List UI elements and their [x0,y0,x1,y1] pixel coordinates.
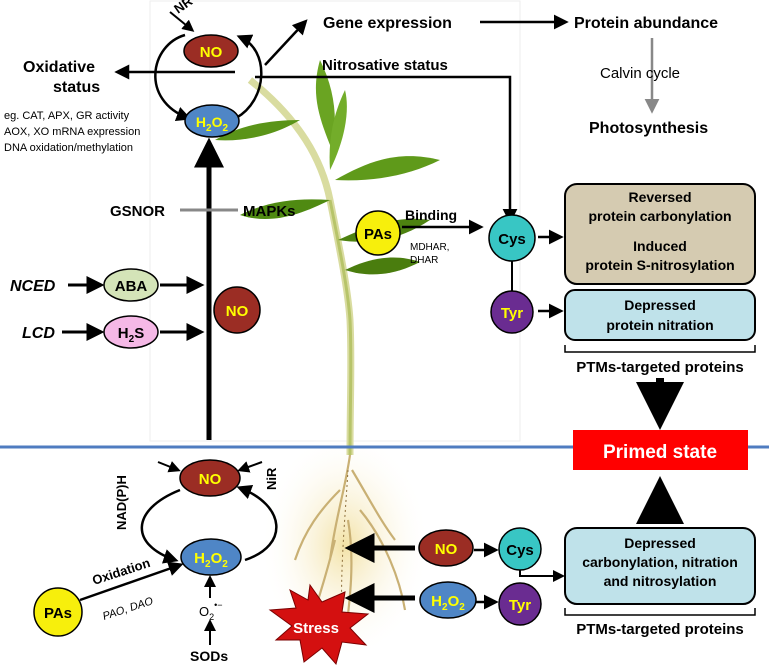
cycle-arrow-right [235,34,263,120]
bottom-ptm-box: Depressed carbonylation, nitration and n… [564,527,756,605]
svg-text:NO: NO [200,44,223,61]
ptms-bottom-label: PTMs-targeted proteins [576,621,744,638]
svg-text:Induced: Induced [633,238,687,254]
stress-burst: Stress [268,583,370,666]
svg-text:and nitrosylation: and nitrosylation [604,573,717,589]
tyr-node-top: Tyr [490,290,534,334]
h2s-node: H2S [103,315,159,349]
svg-text:PAs: PAs [44,605,72,622]
svg-text:carbonylation, nitration: carbonylation, nitration [582,554,738,570]
leaf [240,199,330,220]
primed-state-box: Primed state [573,430,748,470]
svg-text:NO: NO [226,303,249,320]
nr-label: NR [171,0,195,16]
nadph-label: NAD(P)H [114,475,129,530]
no-node-bottom-right: NO [418,529,474,567]
pas-node-bottom: PAs [33,587,83,637]
dhar-label: DHAR [410,255,438,266]
cys-node-bottom: Cys [498,527,542,571]
nced-label: NCED [10,278,56,295]
carbonylation-box: Reversed protein carbonylation Induced p… [564,183,756,285]
svg-text:protein carbonylation: protein carbonylation [588,208,731,224]
svg-text:Depressed: Depressed [624,297,696,313]
svg-text:Cys: Cys [498,231,526,248]
mdhar-label: MDHAR, [410,242,449,253]
leaf [329,90,347,170]
svg-text:Primed state: Primed state [603,442,717,463]
binding-label: Binding [405,207,457,223]
leaf [215,120,300,141]
oxidative-detail-1: eg. CAT, APX, GR activity [4,110,130,122]
svg-text:Depressed: Depressed [624,535,696,551]
nitration-box: Depressed protein nitration [564,289,756,341]
leaf [315,60,335,150]
tyr-node-bottom: Tyr [498,582,542,626]
svg-text:Tyr: Tyr [509,597,531,614]
svg-text:Tyr: Tyr [501,305,523,322]
no-node-middle: NO [213,286,261,334]
svg-text:protein S-nitrosylation: protein S-nitrosylation [585,257,734,273]
roots [293,454,407,641]
svg-text:H2O2: H2O2 [431,593,465,613]
bottom-cycle-left [140,488,181,564]
bottom-cycle-right [236,484,278,562]
superoxide-label: O2•− [199,600,223,622]
no-node-bottom: NO [179,459,241,497]
svg-text:NO: NO [435,541,458,558]
oxidative-detail-3: DNA oxidation/methylation [4,142,133,154]
svg-text:H2S: H2S [118,325,144,345]
leaf [345,257,420,275]
svg-text:Cys: Cys [506,542,534,559]
lcd-label: LCD [22,325,55,342]
nr-arrow [169,11,195,32]
oxidation-arrow [79,561,184,602]
oxidation-label: Oxidation [90,555,152,588]
mapks-label: MAPKs [243,203,296,220]
svg-text:protein nitration: protein nitration [606,317,713,333]
gsnor-label: GSNOR [110,203,165,220]
h2o2-node-top: H2O2 [184,104,240,138]
nitrosative-arrow [255,75,518,224]
nir-label: NiR [264,467,279,490]
gene-expression-arrow [264,19,308,66]
calvin-cycle-label: Calvin cycle [600,65,680,82]
svg-text:H2O2: H2O2 [194,550,228,570]
svg-text:PAs: PAs [364,226,392,243]
svg-text:H2O2: H2O2 [196,114,229,134]
ptms-top-label: PTMs-targeted proteins [576,359,744,376]
nadph-arrow [157,461,181,473]
aba-node: ABA [103,268,159,302]
h2o2-node-bottom: H2O2 [180,538,242,576]
nir-arrow [237,461,263,473]
pas-node-top: PAs [355,210,401,256]
photosynthesis-label: Photosynthesis [589,120,708,137]
svg-text:NO: NO [199,471,222,488]
ptms-bottom-bracket [564,608,756,616]
seedling-illustration [215,60,440,660]
ptms-top-bracket [564,345,756,353]
oxidative-label-2: status [53,79,100,96]
cys-node-top: Cys [488,214,536,262]
oxidative-detail-2: AOX, XO mRNA expression [4,126,140,138]
pao-dao-label: PAO, DAO [101,595,155,623]
h2o2-node-bottom-right: H2O2 [419,581,477,619]
sods-label: SODs [190,648,228,664]
nitrosative-status-label: Nitrosative status [322,57,448,74]
oxidative-label-1: Oxidative [23,59,95,76]
protein-abundance-label: Protein abundance [574,15,718,32]
svg-text:Stress: Stress [293,620,339,637]
gene-expression-label: Gene expression [323,15,452,32]
leaf [335,156,440,181]
svg-text:ABA: ABA [115,278,148,295]
cycle-arrow-left [154,33,192,122]
svg-text:Reversed: Reversed [628,189,691,205]
no-node-top: NO [183,34,239,68]
